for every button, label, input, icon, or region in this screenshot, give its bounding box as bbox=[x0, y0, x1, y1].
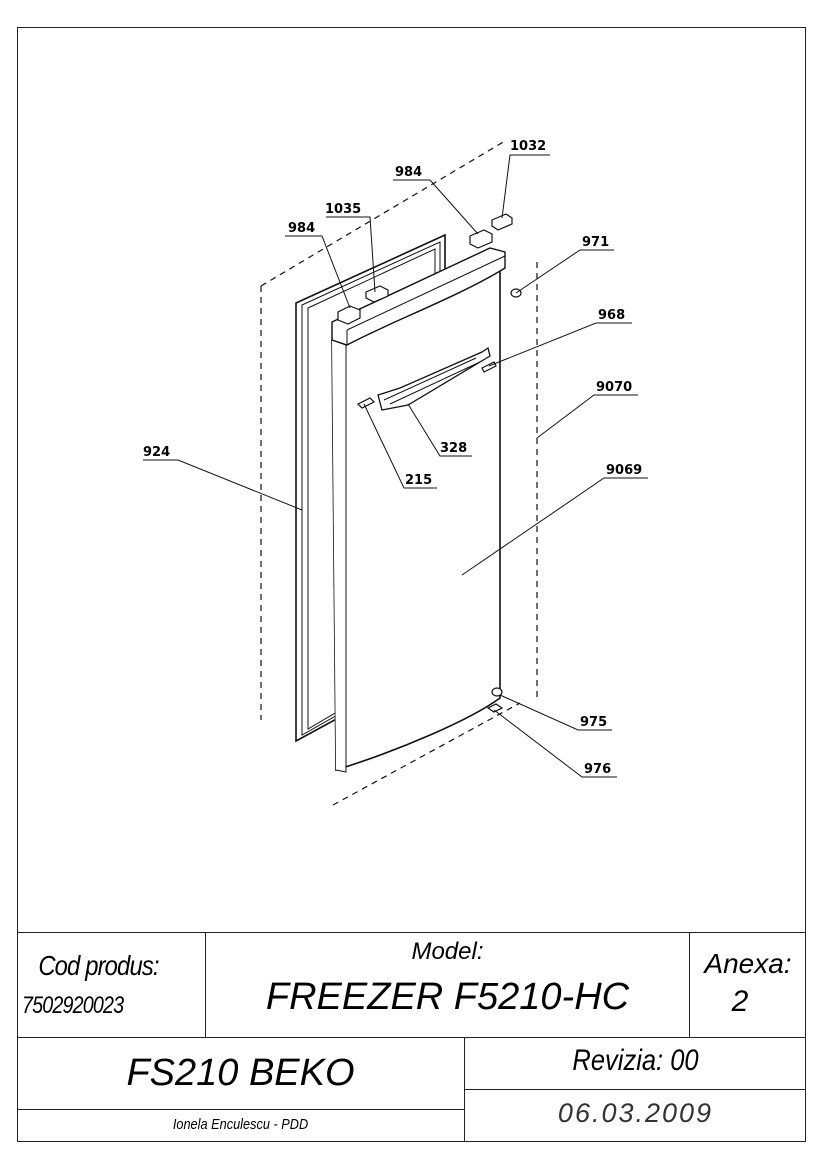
leader-976 bbox=[493, 709, 617, 778]
leader-9070 bbox=[536, 394, 638, 439]
door-panel bbox=[331, 266, 501, 773]
callout-labels: 1032 984 1035 984 971 968 9070 924 328 2… bbox=[143, 139, 642, 777]
hinge-976 bbox=[486, 703, 504, 713]
callout-9069: 9069 bbox=[606, 463, 642, 478]
hinge-cover-left bbox=[337, 305, 361, 325]
titleblock-divider-2 bbox=[689, 932, 690, 1037]
door-top-cap bbox=[331, 247, 506, 346]
titleblock-mid-rule bbox=[17, 1037, 806, 1038]
titleblock-date-rule bbox=[464, 1089, 806, 1090]
callout-975: 975 bbox=[580, 715, 607, 730]
anexa-value: 2 bbox=[731, 985, 749, 1018]
hinge-975 bbox=[491, 687, 503, 697]
revizia: Revizia: 00 bbox=[572, 1044, 699, 1077]
anexa-label: Anexa: bbox=[704, 948, 792, 979]
callout-215: 215 bbox=[405, 473, 432, 488]
cod-produs-value: 7502920023 bbox=[22, 992, 124, 1019]
callout-1035: 1035 bbox=[325, 202, 361, 217]
leader-984-left bbox=[285, 235, 351, 309]
leader-924 bbox=[143, 459, 303, 511]
dashed-line-bottom bbox=[332, 702, 521, 806]
callout-924: 924 bbox=[143, 445, 170, 460]
model-value: FREEZER F5210-HC bbox=[265, 976, 630, 1018]
leader-968 bbox=[488, 322, 632, 367]
callout-976: 976 bbox=[584, 762, 611, 777]
handle-cap-215 bbox=[356, 397, 376, 409]
leader-971 bbox=[515, 249, 614, 294]
leader-1032 bbox=[501, 154, 550, 219]
leader-984-top bbox=[393, 179, 479, 235]
revision-date: 06.03.2009 bbox=[557, 1098, 714, 1128]
leader-215 bbox=[363, 403, 437, 489]
hinge-cover-middle bbox=[365, 285, 389, 303]
door-assembly bbox=[260, 140, 538, 806]
titleblock-divider-1 bbox=[205, 932, 206, 1037]
leader-1035 bbox=[326, 216, 376, 293]
cod-produs-label: Cod produs: bbox=[38, 950, 159, 981]
callout-9070: 9070 bbox=[596, 380, 632, 395]
leader-975 bbox=[499, 694, 612, 731]
hinge-cover-right bbox=[469, 229, 493, 249]
dashed-line-top bbox=[260, 140, 506, 287]
callout-971: 971 bbox=[582, 235, 609, 250]
hinge-pin-top bbox=[491, 213, 513, 231]
titleblock-top-rule bbox=[17, 932, 806, 933]
drawing-frame bbox=[17, 27, 806, 1142]
titleblock-author-rule bbox=[17, 1109, 464, 1110]
author: Ionela Enculescu - PDD bbox=[172, 1116, 309, 1133]
callout-1032: 1032 bbox=[510, 139, 546, 154]
callout-328: 328 bbox=[440, 441, 467, 456]
callout-984-left: 984 bbox=[288, 221, 315, 236]
callout-968: 968 bbox=[598, 308, 625, 323]
leader-9069 bbox=[461, 477, 648, 576]
product-name: FS210 BEKO bbox=[126, 1052, 355, 1094]
model-label: Model: bbox=[411, 938, 484, 965]
callout-leaders bbox=[143, 154, 648, 778]
door-handle bbox=[377, 346, 491, 411]
callout-984-top: 984 bbox=[395, 165, 422, 180]
leader-328 bbox=[407, 403, 472, 457]
